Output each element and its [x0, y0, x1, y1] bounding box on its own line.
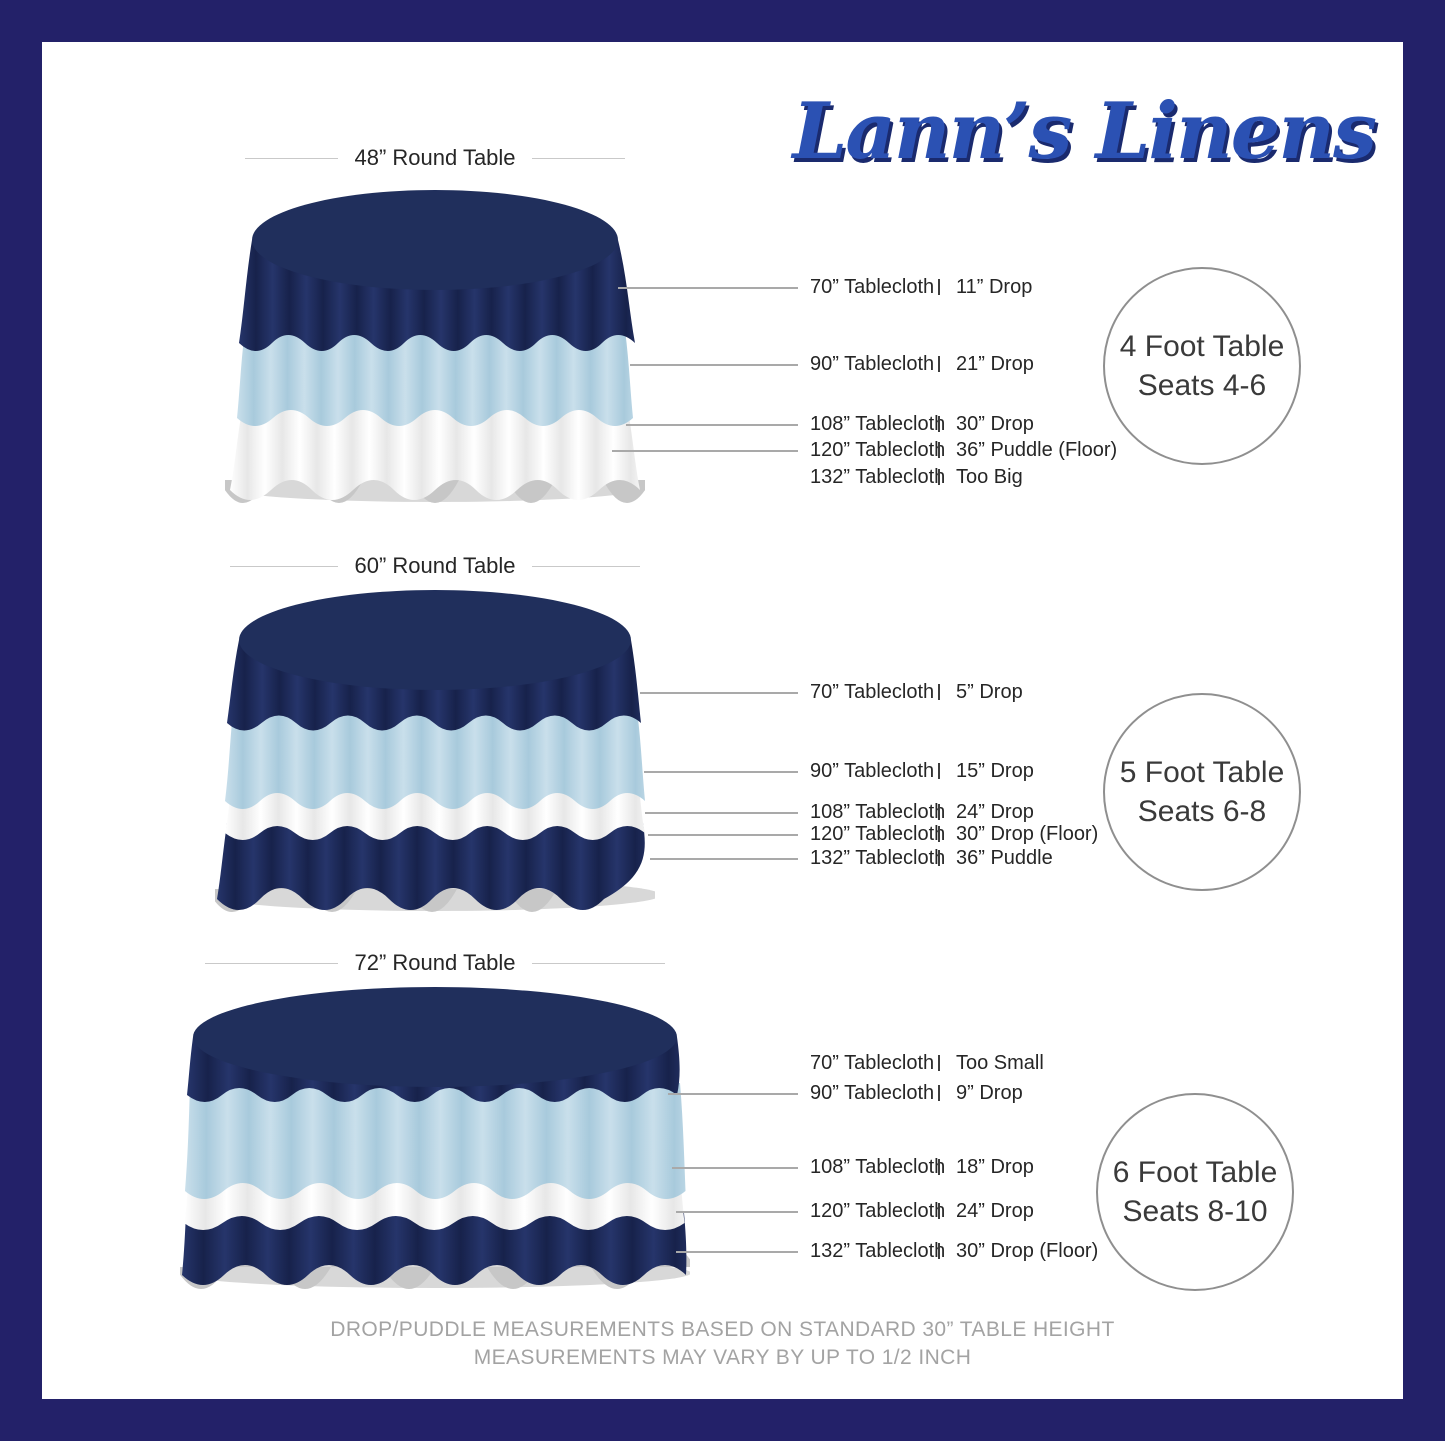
- callout-line: [648, 834, 798, 836]
- section-title-48: 48” Round Table: [245, 145, 626, 171]
- separator-bar: [938, 469, 940, 485]
- capacity-line1: 4 Foot Table: [1119, 330, 1285, 363]
- callout-line: [612, 450, 798, 452]
- title-rule-right: [531, 962, 666, 964]
- tabletop: [252, 190, 618, 290]
- callout-line: [668, 1093, 798, 1095]
- capacity-line1: 6 Foot Table: [1112, 1156, 1278, 1189]
- title-rule-left: [230, 565, 339, 567]
- title-rule-right: [531, 565, 641, 567]
- callout-line: [676, 1211, 798, 1213]
- capacity-circle-6ft: 6 Foot Table Seats 8-10: [1096, 1093, 1294, 1291]
- separator-bar: [938, 1243, 940, 1259]
- tabletop: [239, 590, 631, 690]
- capacity-line2: Seats 4-6: [1137, 369, 1267, 402]
- capacity-circle-5ft: 5 Foot Table Seats 6-8: [1103, 693, 1301, 891]
- tabletop: [193, 987, 677, 1087]
- callout-line: [630, 364, 798, 366]
- title-rule-left: [205, 962, 339, 964]
- brand-logo: Lann’s Linens: [792, 86, 1377, 177]
- table-illustration-60: [215, 590, 655, 912]
- tablecloth-layer-white: [184, 1178, 685, 1230]
- table-illustration-48: [225, 190, 645, 503]
- capacity-line2: Seats 6-8: [1137, 795, 1267, 828]
- title-rule-left: [245, 157, 339, 159]
- section-title-60: 60” Round Table: [230, 553, 641, 579]
- separator-bar: [938, 1055, 940, 1071]
- separator-bar: [938, 850, 940, 866]
- section-title-72: 72” Round Table: [205, 950, 666, 976]
- separator-bar: [938, 684, 940, 700]
- table-illustration-72: [180, 987, 690, 1289]
- separator-bar: [938, 356, 940, 372]
- section-title-text: 60” Round Table: [354, 553, 516, 578]
- tablecloth-layer-navy-puddle: [217, 823, 645, 910]
- callout-line: [645, 812, 798, 814]
- tablecloth-layer-navy-puddle: [182, 1213, 687, 1285]
- separator-bar: [938, 442, 940, 458]
- callout-line: [650, 858, 798, 860]
- callout-line: [626, 424, 798, 426]
- tablecloth-layer-lightblue: [237, 330, 633, 426]
- footer-disclaimer: DROP/PUDDLE MEASUREMENTS BASED ON STANDA…: [0, 1316, 1445, 1372]
- capacity-line1: 5 Foot Table: [1119, 756, 1285, 789]
- separator-bar: [938, 826, 940, 842]
- callout-line: [644, 771, 798, 773]
- separator-bar: [938, 1203, 940, 1219]
- capacity-line2: Seats 8-10: [1122, 1195, 1268, 1228]
- separator-bar: [938, 279, 940, 295]
- separator-bar: [938, 1085, 940, 1101]
- separator-bar: [938, 416, 940, 432]
- capacity-circle-4ft: 4 Foot Table Seats 4-6: [1103, 267, 1301, 465]
- tablecloth-layer-white: [230, 404, 640, 500]
- title-rule-right: [531, 157, 626, 159]
- section-title-text: 72” Round Table: [354, 950, 516, 975]
- footer-line1: DROP/PUDDLE MEASUREMENTS BASED ON STANDA…: [330, 1318, 1115, 1341]
- separator-bar: [938, 804, 940, 820]
- callout-line: [618, 287, 798, 289]
- callout-line: [640, 692, 798, 694]
- callout-line: [676, 1251, 798, 1253]
- tablecloth-layer-lightblue: [185, 1083, 686, 1199]
- callout-line: [672, 1167, 798, 1169]
- footer-line2: MEASUREMENTS MAY VARY BY UP TO 1/2 INCH: [473, 1346, 972, 1369]
- separator-bar: [938, 1159, 940, 1175]
- tablecloth-layer-lightblue: [225, 711, 645, 809]
- section-title-text: 48” Round Table: [354, 145, 516, 170]
- separator-bar: [938, 763, 940, 779]
